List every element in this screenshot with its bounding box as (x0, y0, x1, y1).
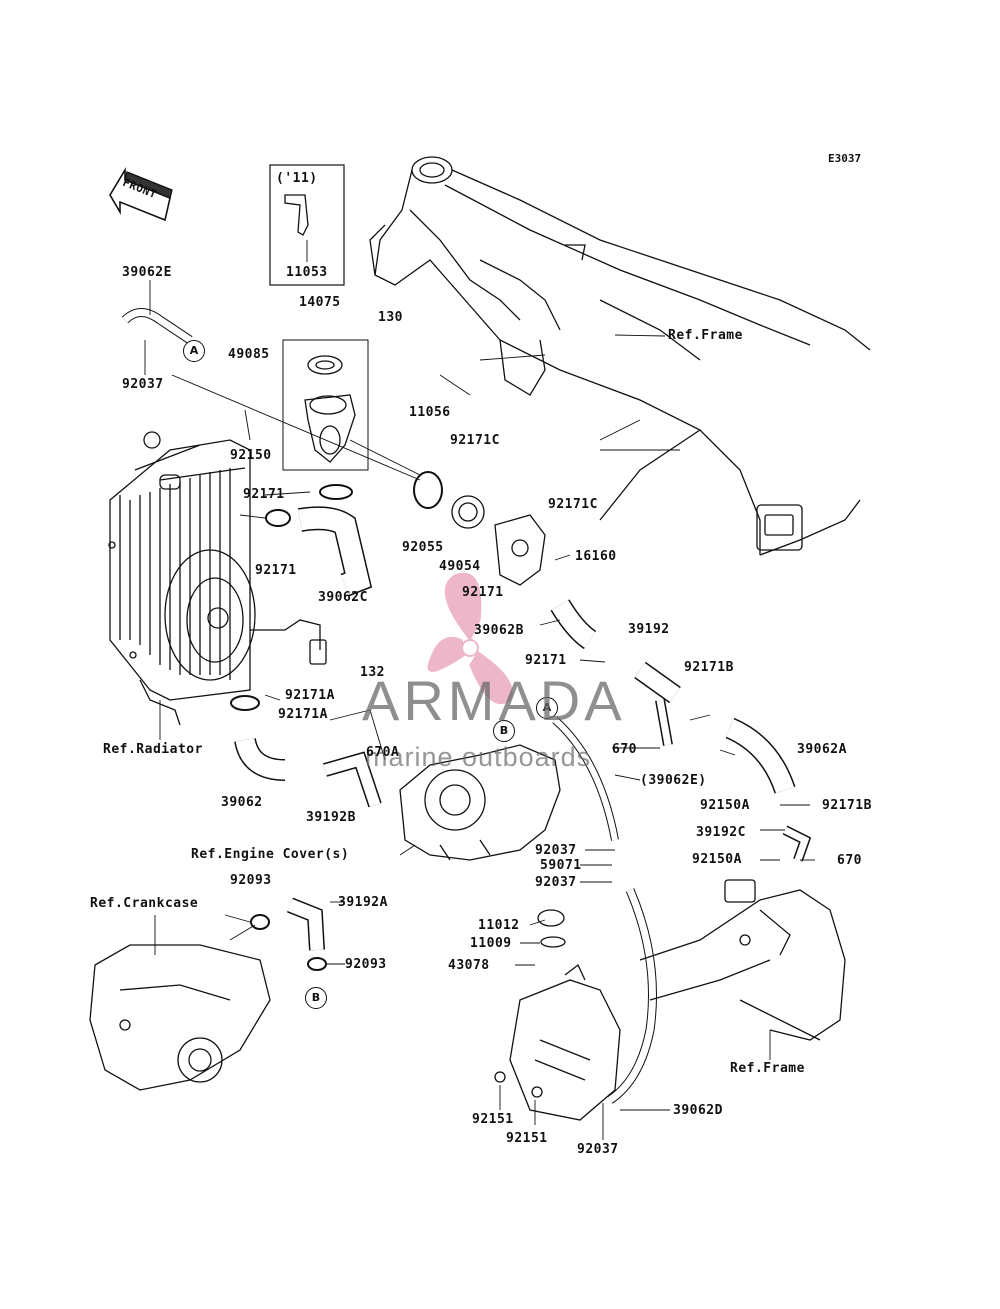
part-49054: 49054 (439, 559, 481, 574)
bracket-11053-icon (284, 194, 309, 236)
part-39062C: 39062C (318, 590, 368, 605)
hose-39062D-icon (607, 888, 657, 1104)
part-39062: 39062 (221, 795, 263, 810)
part-92171-d: 92171 (525, 653, 567, 668)
seal-92093-bottom-icon (307, 957, 327, 971)
hose-39062C-icon (298, 506, 373, 597)
pipe-39192-icon (634, 661, 681, 746)
hose-39062B-icon (550, 599, 597, 650)
part-43078: 43078 (448, 958, 490, 973)
hose-39062A-icon (725, 717, 796, 794)
part-39192A: 39192A (338, 895, 388, 910)
part-92171C-1: 92171C (450, 433, 500, 448)
ref-frame-bottom: Ref.Frame (730, 1061, 805, 1076)
part-92093-1: 92093 (230, 873, 272, 888)
seal-92093-top-icon (250, 914, 270, 930)
part-11009: 11009 (470, 936, 512, 951)
frame-bottom-icon (639, 879, 846, 1041)
part-11053: 11053 (286, 265, 328, 280)
part-59071: 59071 (540, 858, 582, 873)
part-670-1: 670 (612, 742, 637, 757)
part-39062E-ref: (39062E) (640, 773, 707, 788)
part-39192B: 39192B (306, 810, 356, 825)
ref-frame-top: Ref.Frame (668, 328, 743, 343)
watermark-subtitle: marine outboards (365, 742, 592, 772)
part-92151-1: 92151 (472, 1112, 514, 1127)
part-92093-2: 92093 (345, 957, 387, 972)
part-92171A-1: 92171A (285, 688, 335, 703)
part-92171C-2: 92171C (548, 497, 598, 512)
part-39192: 39192 (628, 622, 670, 637)
part-39062D: 39062D (673, 1103, 723, 1118)
hose-39062-icon (230, 695, 286, 781)
part-39062E: 39062E (122, 265, 172, 280)
part-92171B-2: 92171B (822, 798, 872, 813)
part-92037-a: 92037 (535, 843, 577, 858)
part-132: 132 (360, 665, 385, 680)
part-14075: 14075 (299, 295, 341, 310)
part-92171-b: 92171 (255, 563, 297, 578)
ref-engine-cover: Ref.Engine Cover(s) (191, 847, 350, 862)
hose-39062E-long-icon (552, 717, 619, 841)
thermostat-housing-icon (282, 339, 369, 471)
year-note-box (269, 164, 345, 286)
callout-b-engine: B (493, 720, 515, 742)
leader-lines (144, 240, 815, 1140)
watermark-logo-icon (427, 572, 513, 705)
oring-92055-icon (413, 471, 443, 509)
part-92171A-2: 92171A (278, 707, 328, 722)
radiator-icon (108, 431, 327, 726)
pipe-39192B-icon (323, 751, 382, 808)
front-arrow-icon (109, 167, 173, 222)
hose-39062E-icon (121, 308, 193, 344)
reservoir-tank-icon (494, 909, 621, 1121)
crankcase-icon (89, 944, 271, 1091)
housing-16160-icon (494, 514, 546, 586)
pipe-39192C-icon (782, 825, 812, 862)
callout-a-top: A (183, 340, 205, 362)
pipe-39192A-icon (287, 897, 325, 951)
part-92150: 92150 (230, 448, 272, 463)
part-39062A: 39062A (797, 742, 847, 757)
year-note: ('11) (276, 171, 318, 186)
frame-top-icon (369, 156, 871, 556)
part-11056: 11056 (409, 405, 451, 420)
thermostat-49054-icon (451, 495, 485, 529)
part-92171B-1: 92171B (684, 660, 734, 675)
ref-radiator: Ref.Radiator (103, 742, 203, 757)
callout-b-bottom: B (305, 987, 327, 1009)
part-16160: 16160 (575, 549, 617, 564)
part-92150A-2: 92150A (692, 852, 742, 867)
part-92151-2: 92151 (506, 1131, 548, 1146)
part-92171-c: 92171 (462, 585, 504, 600)
diagram-code: E3037 (828, 152, 862, 165)
part-92055: 92055 (402, 540, 444, 555)
watermark-title: ARMADA (362, 669, 626, 732)
part-39192C: 39192C (696, 825, 746, 840)
part-49085: 49085 (228, 347, 270, 362)
part-670A: 670A (366, 745, 400, 760)
part-92150A-1: 92150A (700, 798, 750, 813)
part-39062B: 39062B (474, 623, 524, 638)
ref-crankcase: Ref.Crankcase (90, 896, 199, 911)
clamp-92171-icon (265, 484, 353, 527)
callout-a-engine: A (536, 697, 558, 719)
part-670-2: 670 (837, 853, 862, 868)
part-92037-top: 92037 (122, 377, 164, 392)
part-130: 130 (378, 310, 403, 325)
part-92037-c: 92037 (577, 1142, 619, 1157)
part-11012: 11012 (478, 918, 520, 933)
part-92037-b: 92037 (535, 875, 577, 890)
part-92171-a: 92171 (243, 487, 285, 502)
